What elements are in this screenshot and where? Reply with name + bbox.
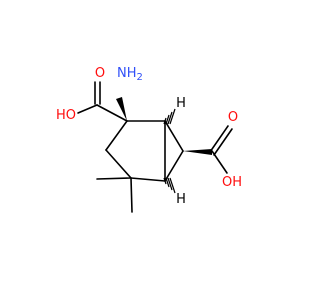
wedge-carboxyl-2	[183, 149, 212, 155]
atom-o-carbonyl-2: O	[228, 110, 238, 125]
amino-text: NH	[117, 66, 137, 81]
bond-c5-c4	[130, 177, 166, 182]
bond-group	[77, 81, 233, 213]
bond-carbonyl-2a	[209, 125, 229, 153]
wedge-amino	[116, 97, 127, 121]
hash-h-top	[163, 108, 176, 125]
wedge-group	[116, 97, 212, 194]
amino-subscript: 2	[137, 72, 143, 83]
atom-o-carbonyl-1: O	[95, 66, 105, 81]
bond-methyl-a	[96, 177, 132, 180]
bond-hydroxyl-1	[77, 104, 98, 114]
bond-carbonyl-2b	[213, 128, 233, 156]
atom-oh-2: OH	[222, 175, 242, 190]
bond-c2-c6	[164, 120, 184, 152]
atom-amino: NH2	[117, 66, 143, 83]
bond-c4-c3	[105, 149, 132, 179]
molecule-structure: O HO NH2 O OH H H	[56, 66, 242, 213]
stereo-h-top: H	[176, 96, 186, 111]
structure-canvas: O HO NH2 O OH H H	[56, 66, 242, 213]
stereo-h-bottom: H	[176, 192, 186, 207]
bond-c5-c6	[164, 150, 184, 182]
bond-c1-carboxyl	[96, 104, 128, 122]
bond-c3-c1	[105, 120, 128, 151]
bond-methyl-b	[130, 177, 133, 213]
hash-h-bottom	[163, 177, 176, 194]
atom-ho-1: HO	[56, 108, 76, 123]
